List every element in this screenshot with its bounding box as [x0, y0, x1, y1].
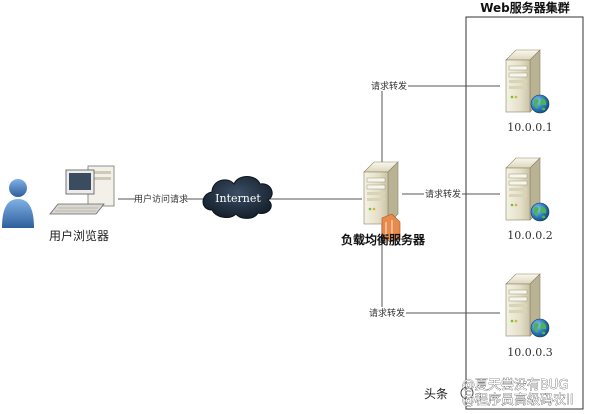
- globe-icon: [530, 202, 550, 222]
- globe-icon: [530, 94, 550, 114]
- load-balancer-server-icon: [363, 161, 401, 243]
- watermark-prefix: 头条: [424, 387, 448, 401]
- web-cluster-title: Web服务器集群: [480, 0, 570, 15]
- server-ip-3: 10.0.0.3: [507, 346, 552, 359]
- web-cluster-box: [465, 16, 584, 410]
- forward-label-3: 请求转发: [369, 307, 405, 319]
- watermark-line-1: @夏天尝没有BUG: [462, 378, 569, 393]
- load-balancer-label: 负载均衡服务器: [341, 232, 426, 247]
- watermark-logo-icon: [460, 386, 474, 400]
- server-ip-2: 10.0.0.2: [507, 229, 552, 242]
- user-icon: [2, 179, 34, 228]
- globe-icon: [530, 318, 550, 338]
- internet-cloud-icon: [202, 176, 273, 219]
- forward-label-2: 请求转发: [425, 188, 461, 200]
- user-request-label: 用户访问请求: [134, 193, 188, 205]
- watermark-line-2: @程序员高级码农II: [462, 392, 574, 408]
- computer-icon: [49, 165, 115, 215]
- firewall-icon: [381, 213, 401, 243]
- web-server-3: 10.0.0.3: [505, 273, 553, 359]
- web-server-2: 10.0.0.2: [505, 157, 553, 242]
- user-browser-label: 用户浏览器: [49, 228, 109, 243]
- server-ip-1: 10.0.0.1: [507, 121, 552, 134]
- forward-label-1: 请求转发: [371, 80, 407, 92]
- internet-label: Internet: [215, 192, 261, 205]
- web-server-1: 10.0.0.1: [505, 49, 553, 134]
- watermark: 头条 @夏天尝没有BUG @程序员高级码农II: [424, 378, 574, 409]
